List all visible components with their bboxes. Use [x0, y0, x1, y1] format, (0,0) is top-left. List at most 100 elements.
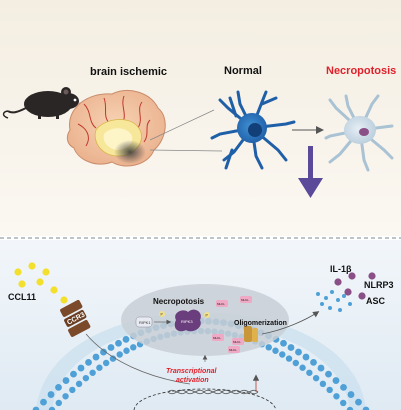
svg-text:RIPK3: RIPK3 [181, 319, 193, 324]
signal-path-receptor-to-dna [85, 333, 191, 385]
zoom-line-top [149, 109, 215, 141]
label-transcriptional: Transcriptional [166, 368, 217, 375]
ccl11-dot [50, 286, 58, 294]
membrane-head [332, 377, 340, 384]
mlkl-monomer-5: MLKL [228, 346, 240, 353]
ccr3-receptor [60, 300, 91, 337]
nucleus-boundary [133, 388, 277, 410]
label-normal: Normal [224, 65, 262, 77]
svg-text:MLKL: MLKL [213, 336, 221, 340]
membrane-head [48, 406, 56, 410]
zoom-line-bottom [149, 149, 223, 152]
membrane-head [326, 386, 333, 394]
phospho-ripk3 [204, 312, 210, 318]
membrane-head [355, 398, 362, 406]
label-ccl11: CCL11 [8, 292, 36, 302]
membrane-head [279, 351, 286, 358]
membrane-head [47, 391, 55, 398]
membrane-head [362, 406, 370, 410]
membrane-head [130, 344, 137, 351]
ccl11-dot [14, 268, 22, 276]
membrane-head [310, 358, 317, 366]
membrane-head [306, 369, 313, 376]
neuron-necroptotic-nucleus [359, 128, 369, 136]
membrane-head [85, 358, 92, 366]
svg-text:MLKL: MLKL [233, 340, 241, 344]
release-dot [320, 302, 324, 306]
ccl11-ligand-dots [14, 262, 68, 304]
membrane-head [116, 351, 123, 358]
svg-text:RIPK1: RIPK1 [139, 320, 151, 325]
ccl11-dot [36, 278, 44, 286]
cell-membrane-band [36, 312, 366, 410]
label-activation: activation [176, 377, 209, 384]
mlkl-monomer-4: MLKL [232, 338, 244, 345]
svg-text:MLKL: MLKL [229, 348, 237, 352]
label-brain-ischemic: brain ischemic [90, 66, 167, 78]
ccl11-dot [60, 296, 68, 304]
mlkl-oligomer [244, 326, 258, 342]
membrane-head [100, 348, 107, 356]
membrane-head [40, 398, 47, 406]
phospho-ripk1-label: P [161, 313, 164, 317]
membrane-head [107, 344, 115, 351]
membrane-head [69, 386, 76, 394]
inflammasome-dot [348, 272, 356, 280]
inflammasome-dot [368, 272, 376, 280]
membrane-head [317, 364, 325, 372]
release-dot [348, 302, 352, 306]
label-necroptosis-top: Necropotosis [326, 65, 396, 77]
membrane-head [299, 364, 306, 371]
ccl11-dot [28, 262, 36, 270]
membrane-head [89, 369, 96, 376]
released-factor-dots [316, 290, 352, 312]
release-dot [316, 292, 320, 296]
membrane-head [70, 370, 77, 378]
membrane-head [62, 377, 70, 384]
mlkl-monomer-3: MLKL [212, 334, 224, 341]
mlkl-monomer-1: MLKL [216, 300, 228, 307]
membrane-head [96, 364, 103, 371]
membrane-head [109, 355, 117, 362]
phospho-ripk1 [159, 311, 165, 317]
membrane-head [312, 374, 320, 382]
membrane-head [62, 393, 69, 400]
ccl11-dot [18, 280, 26, 288]
membrane-head [280, 339, 287, 347]
membrane-head [295, 348, 302, 356]
label-nlrp3: NLRP3 [364, 280, 394, 290]
membrane-head [55, 399, 62, 407]
label-il1b: IL-1β [330, 264, 352, 274]
release-dot [328, 306, 332, 310]
membrane-head [122, 335, 130, 343]
membrane-head [102, 359, 110, 367]
ripk1-protein: RIPK1 [135, 316, 153, 328]
membrane-head [77, 364, 85, 372]
mouse-icon [2, 87, 82, 119]
release-dot [330, 290, 334, 294]
dna-helix-icon [167, 389, 259, 395]
membrane-head [32, 406, 40, 410]
membrane-head [325, 370, 332, 378]
membrane-head [75, 380, 83, 388]
inflammasome-dot [344, 288, 352, 296]
membrane-head [346, 406, 354, 410]
label-asc: ASC [366, 296, 386, 306]
membrane-head [123, 347, 130, 354]
inflammasome-dot [334, 278, 342, 286]
membrane-head [302, 353, 310, 361]
release-dot [338, 308, 342, 312]
membrane-head [319, 380, 327, 388]
down-arrow-icon [298, 146, 323, 198]
membrane-head [292, 359, 300, 367]
membrane-head [340, 399, 347, 407]
membrane-head [55, 383, 62, 391]
membrane-head [347, 391, 355, 398]
membrane-head [82, 374, 90, 382]
brain-icon [66, 90, 166, 167]
release-dot [324, 296, 328, 300]
membrane-head [272, 347, 279, 354]
svg-text:MLKL: MLKL [217, 302, 225, 306]
